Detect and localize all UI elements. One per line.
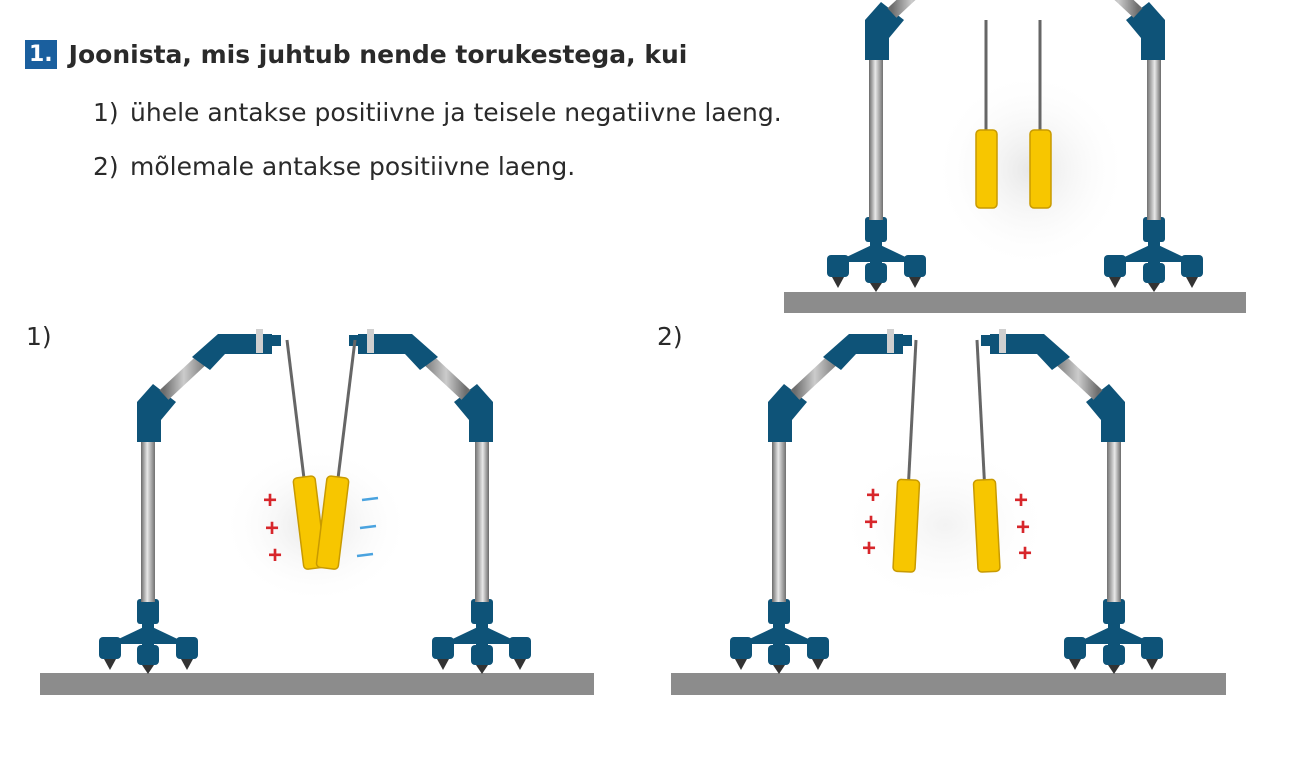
- tube-left: [892, 478, 921, 573]
- panel-label-2: 2): [657, 322, 683, 351]
- plus-charge: +: [263, 487, 277, 514]
- tube-right: [315, 475, 350, 570]
- plus-charge: +: [1018, 540, 1032, 567]
- panel-2-scene: + + + + + +: [671, 329, 1226, 695]
- tube-right: [972, 478, 1001, 573]
- table: [671, 673, 1226, 695]
- plus-charge: +: [866, 482, 880, 509]
- table: [784, 292, 1246, 313]
- task-item-text: mõlemale antakse positiivne laeng.: [130, 152, 576, 181]
- plus-charge: +: [864, 509, 878, 536]
- task-item-1: 1) ühele antakse positiivne ja teisele ne…: [93, 98, 782, 127]
- plus-charge: +: [268, 542, 282, 569]
- task-number: 1.: [25, 40, 57, 69]
- panel-label-1: 1): [26, 322, 52, 351]
- tube-left: [292, 475, 327, 570]
- table: [40, 673, 594, 695]
- task-item-number: 1): [93, 98, 119, 127]
- task-header: 1. Joonista, mis juhtub nende torukesteg…: [25, 40, 687, 69]
- thread: [907, 339, 918, 480]
- task-item-number: 2): [93, 152, 119, 181]
- plus-charge: +: [265, 515, 279, 542]
- task-item-text: ühele antakse positiivne ja teisele nega…: [130, 98, 782, 127]
- reference-scene: [784, 0, 1246, 313]
- task-item-2: 2) mõlemale antakse positiivne laeng.: [93, 152, 575, 181]
- panel-1-scene: + + +: [40, 329, 594, 695]
- thread: [336, 339, 357, 478]
- plus-charge: +: [1014, 487, 1028, 514]
- plus-charge: +: [862, 535, 876, 562]
- thread: [975, 339, 986, 480]
- tube-left: [975, 129, 998, 209]
- minus-charges: [356, 496, 379, 558]
- tube-right: [1029, 129, 1052, 209]
- plus-charge: +: [1016, 514, 1030, 541]
- thread: [285, 339, 306, 478]
- task-title: Joonista, mis juhtub nende torukestega, …: [68, 40, 688, 69]
